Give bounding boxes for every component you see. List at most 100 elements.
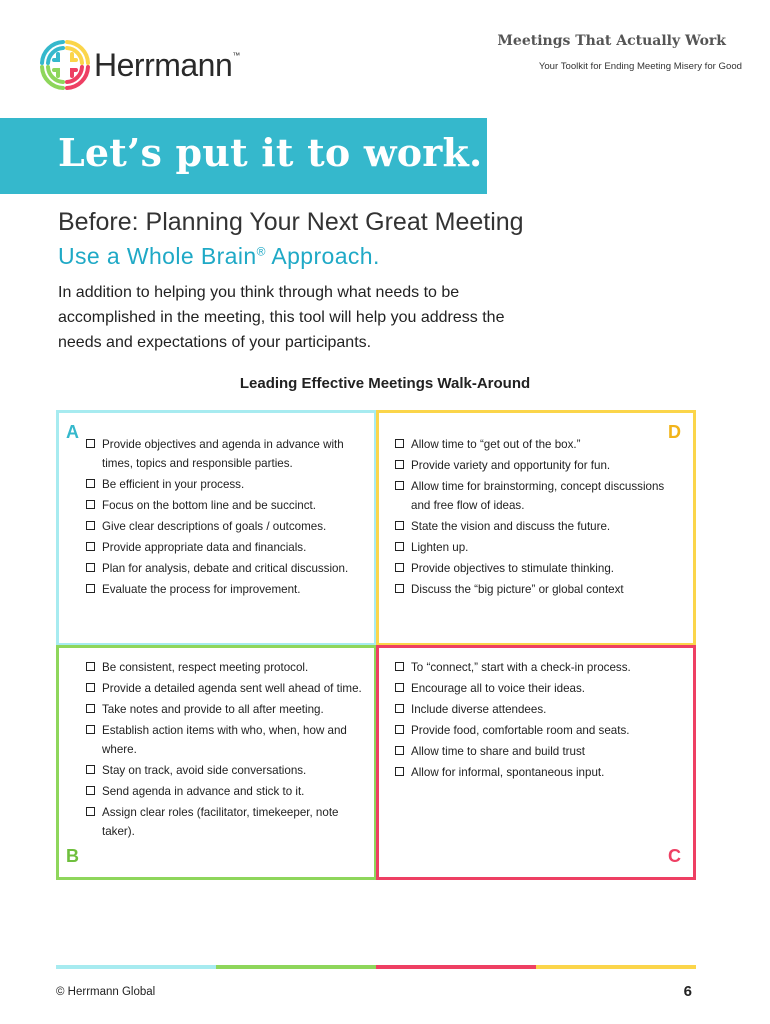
checklist-item-text: Provide objectives and agenda in advance… bbox=[102, 438, 344, 470]
checklist-item-text: Send agenda in advance and stick to it. bbox=[102, 785, 305, 798]
quadrant-a-list: Provide objectives and agenda in advance… bbox=[86, 435, 371, 601]
checkbox-icon[interactable] bbox=[395, 662, 404, 671]
checklist-item: Evaluate the process for improvement. bbox=[86, 580, 371, 599]
checkbox-icon[interactable] bbox=[395, 767, 404, 776]
checklist-item-text: Assign clear roles (facilitator, timekee… bbox=[102, 806, 339, 838]
checklist-item: Be consistent, respect meeting protocol. bbox=[86, 658, 371, 677]
checkbox-icon[interactable] bbox=[395, 439, 404, 448]
footer-bar-green bbox=[216, 965, 376, 969]
checklist-item-text: Provide appropriate data and financials. bbox=[102, 541, 307, 554]
footer-bar-red bbox=[376, 965, 536, 969]
quadrant-d-box bbox=[376, 410, 696, 646]
checkbox-icon[interactable] bbox=[395, 704, 404, 713]
checklist-item-text: Provide a detailed agenda sent well ahea… bbox=[102, 682, 362, 695]
quadrant-d-list: Allow time to “get out of the box.” Provi… bbox=[395, 435, 685, 601]
checklist-item: To “connect,” start with a check-in proc… bbox=[395, 658, 685, 677]
checklist-item-text: Evaluate the process for improvement. bbox=[102, 583, 301, 596]
quadrant-d-letter: D bbox=[668, 422, 681, 442]
quadrant-b-box bbox=[56, 645, 377, 880]
checkbox-icon[interactable] bbox=[86, 662, 95, 671]
checklist-item: Assign clear roles (facilitator, timekee… bbox=[86, 803, 371, 841]
checkbox-icon[interactable] bbox=[86, 479, 95, 488]
checklist-item: Focus on the bottom line and be succinct… bbox=[86, 496, 371, 515]
checkbox-icon[interactable] bbox=[395, 725, 404, 734]
checkbox-icon[interactable] bbox=[86, 683, 95, 692]
checklist-item-text: Give clear descriptions of goals / outco… bbox=[102, 520, 327, 533]
section-subheading: Use a Whole Brain® Approach. bbox=[58, 243, 380, 269]
quadrant-c-letter: C bbox=[668, 846, 681, 866]
footer-bar-blue bbox=[56, 965, 216, 969]
checkbox-icon[interactable] bbox=[395, 481, 404, 490]
checklist-item-text: Plan for analysis, debate and critical d… bbox=[102, 562, 349, 575]
checklist-item-text: Provide variety and opportunity for fun. bbox=[411, 459, 611, 472]
checklist-item: Provide objectives to stimulate thinking… bbox=[395, 559, 685, 578]
checklist-item-text: Allow time to share and build trust bbox=[411, 745, 585, 758]
checkbox-icon[interactable] bbox=[86, 439, 95, 448]
checklist-item-text: Allow time for brainstorming, concept di… bbox=[411, 480, 665, 512]
checkbox-icon[interactable] bbox=[395, 521, 404, 530]
checkbox-icon[interactable] bbox=[86, 542, 95, 551]
checkbox-icon[interactable] bbox=[395, 683, 404, 692]
checklist-item-text: Focus on the bottom line and be succinct… bbox=[102, 499, 316, 512]
quadrant-c-list: To “connect,” start with a check-in proc… bbox=[395, 658, 685, 784]
checkbox-icon[interactable] bbox=[86, 807, 95, 816]
checklist-item: Allow time to “get out of the box.” bbox=[395, 435, 685, 454]
checkbox-icon[interactable] bbox=[86, 563, 95, 572]
checkbox-icon[interactable] bbox=[86, 786, 95, 795]
quadrant-a-box bbox=[56, 410, 377, 646]
checklist-item: Be efficient in your process. bbox=[86, 475, 371, 494]
intro-paragraph: In addition to helping you think through… bbox=[58, 284, 505, 351]
section-heading: Before: Planning Your Next Great Meeting bbox=[58, 208, 524, 236]
checkbox-icon[interactable] bbox=[395, 460, 404, 469]
checklist-item: Allow time to share and build trust bbox=[395, 742, 685, 761]
checklist-item: Provide objectives and agenda in advance… bbox=[86, 435, 371, 473]
checkbox-icon[interactable] bbox=[86, 584, 95, 593]
logo-wordmark: Herrmann™ bbox=[94, 46, 240, 83]
quadrant-b-list: Be consistent, respect meeting protocol.… bbox=[86, 658, 371, 843]
document-subtitle: Your Toolkit for Ending Meeting Misery f… bbox=[538, 61, 742, 72]
checkbox-icon[interactable] bbox=[395, 542, 404, 551]
checkbox-icon[interactable] bbox=[395, 746, 404, 755]
footer-bar-yellow bbox=[536, 965, 696, 969]
checkbox-icon[interactable] bbox=[86, 704, 95, 713]
checklist-item: Provide food, comfortable room and seats… bbox=[395, 721, 685, 740]
checklist-item-text: Stay on track, avoid side conversations. bbox=[102, 764, 307, 777]
title-banner bbox=[0, 118, 487, 194]
checkbox-icon[interactable] bbox=[86, 521, 95, 530]
checkbox-icon[interactable] bbox=[86, 725, 95, 734]
checklist-item: Provide variety and opportunity for fun. bbox=[395, 456, 685, 475]
checklist-item-text: Allow for informal, spontaneous input. bbox=[411, 766, 605, 779]
checklist-item-text: Be consistent, respect meeting protocol. bbox=[102, 661, 309, 674]
checkbox-icon[interactable] bbox=[86, 765, 95, 774]
quadrant-a-letter: A bbox=[66, 422, 79, 442]
checklist-item: State the vision and discuss the future. bbox=[395, 517, 685, 536]
checklist-item: Provide a detailed agenda sent well ahea… bbox=[86, 679, 371, 698]
checklist-item-text: Provide objectives to stimulate thinking… bbox=[411, 562, 614, 575]
checklist-item: Encourage all to voice their ideas. bbox=[395, 679, 685, 698]
quadrant-c-box bbox=[376, 645, 696, 880]
checklist-item-text: Provide food, comfortable room and seats… bbox=[411, 724, 630, 737]
checkbox-icon[interactable] bbox=[395, 563, 404, 572]
checkbox-icon[interactable] bbox=[86, 500, 95, 509]
walkaround-title: Leading Effective Meetings Walk-Around bbox=[239, 375, 531, 392]
checklist-item-text: Establish action items with who, when, h… bbox=[102, 724, 347, 756]
copyright-text: © Herrmann Global bbox=[56, 986, 156, 998]
checkbox-icon[interactable] bbox=[395, 584, 404, 593]
checklist-item-text: Be efficient in your process. bbox=[102, 478, 245, 491]
herrmann-logo: Herrmann™ bbox=[38, 38, 240, 92]
checklist-item-text: State the vision and discuss the future. bbox=[411, 520, 611, 533]
checklist-item: Discuss the “big picture” or global cont… bbox=[395, 580, 685, 599]
checklist-item: Take notes and provide to all after meet… bbox=[86, 700, 371, 719]
checklist-item: Send agenda in advance and stick to it. bbox=[86, 782, 371, 801]
quadrant-b-letter: B bbox=[66, 846, 79, 866]
checklist-item: Establish action items with who, when, h… bbox=[86, 721, 371, 759]
checklist-item: Provide appropriate data and financials. bbox=[86, 538, 371, 557]
document-title: Meetings That Actually Work bbox=[497, 33, 726, 49]
checklist-item: Include diverse attendees. bbox=[395, 700, 685, 719]
banner-title: Let’s put it to work. bbox=[58, 130, 483, 175]
checklist-item-text: Encourage all to voice their ideas. bbox=[411, 682, 586, 695]
checklist-item: Give clear descriptions of goals / outco… bbox=[86, 517, 371, 536]
checklist-item: Allow for informal, spontaneous input. bbox=[395, 763, 685, 782]
checklist-item-text: To “connect,” start with a check-in proc… bbox=[411, 661, 631, 674]
checklist-item-text: Discuss the “big picture” or global cont… bbox=[411, 583, 624, 596]
